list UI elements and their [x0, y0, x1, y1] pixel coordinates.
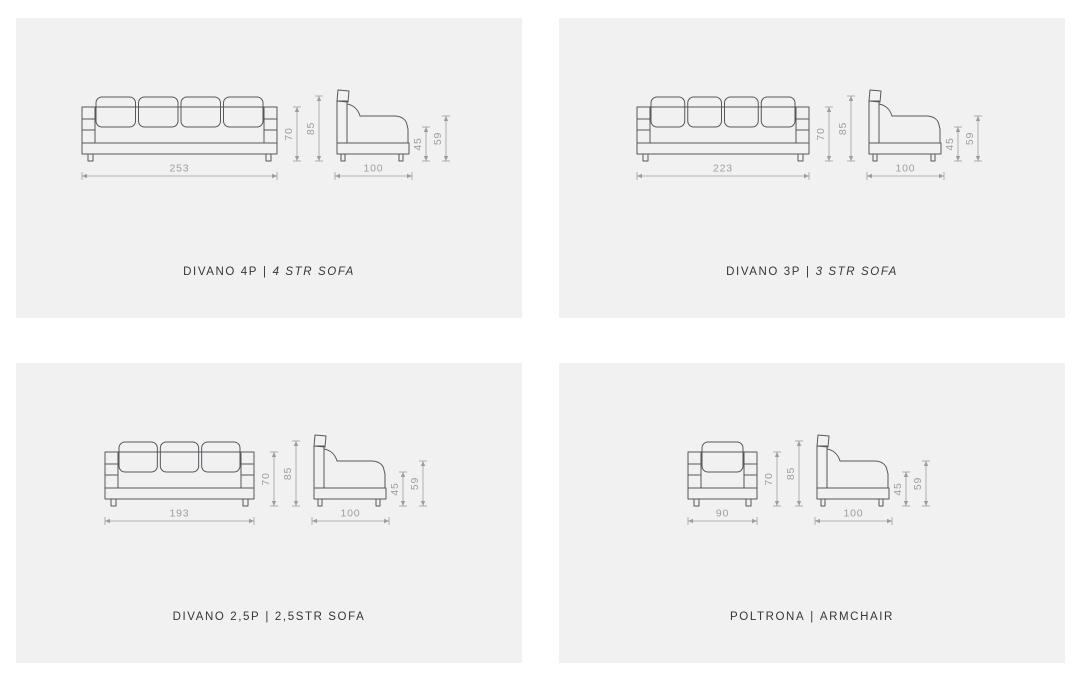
caption-main: DIVANO 3P: [726, 266, 802, 278]
svg-text:85: 85: [785, 467, 797, 480]
svg-text:70: 70: [763, 472, 775, 485]
panel-divano-3p: 223 70 85 100 45 59 DIVANO 3P | 3 STR SOFA: [559, 18, 1065, 318]
sofa-dimension-drawing: 253 70 85 100 45 59: [81, 89, 450, 180]
svg-text:59: 59: [432, 132, 444, 145]
panel-divano-2-5p: 193 70 85 100 45 59 DIVANO 2,5P | 2,5STR SOFA: [16, 363, 522, 663]
svg-text:253: 253: [170, 163, 190, 175]
panel-caption: POLTRONA | ARMCHAIR: [730, 611, 894, 623]
panel-caption: DIVANO 4P | 4 STR SOFA: [183, 266, 355, 278]
svg-text:70: 70: [283, 127, 295, 140]
dimension-figure: 90 70 85 100 45 59: [686, 431, 938, 534]
svg-text:70: 70: [815, 127, 827, 140]
svg-text:223: 223: [713, 163, 733, 175]
svg-text:85: 85: [305, 122, 317, 135]
panel-poltrona: 90 70 85 100 45 59 POLTRONA | ARMCHAIR: [559, 363, 1065, 663]
svg-text:45: 45: [389, 482, 401, 495]
svg-text:45: 45: [944, 137, 956, 150]
dimension-figure: 223 70 85 100 45 59: [635, 86, 990, 189]
svg-text:59: 59: [409, 477, 421, 490]
svg-text:85: 85: [282, 467, 294, 480]
svg-text:100: 100: [844, 508, 864, 520]
caption-main: DIVANO 2,5P: [172, 611, 261, 623]
caption-main: DIVANO 4P: [183, 266, 259, 278]
caption-sub: 4 STR SOFA: [272, 266, 355, 278]
panel-divano-4p: 253 70 85 100 45 59 DIVANO 4P | 4 STR SOFA: [16, 18, 522, 318]
sofa-dimension-drawing: 90 70 85 100 45 59: [687, 434, 930, 525]
svg-text:90: 90: [716, 508, 729, 520]
caption-main: POLTRONA: [730, 611, 806, 623]
caption-separator: |: [263, 266, 268, 278]
sofa-dimension-drawing: 193 70 85 100 45 59: [104, 434, 427, 525]
svg-text:59: 59: [912, 477, 924, 490]
dimension-figure: 253 70 85 100 45 59: [80, 86, 458, 189]
caption-separator: |: [810, 611, 815, 623]
caption-sub: 3 STR SOFA: [815, 266, 898, 278]
svg-text:193: 193: [170, 508, 190, 520]
caption-sub: 2,5STR SOFA: [274, 611, 366, 623]
svg-text:100: 100: [341, 508, 361, 520]
caption-separator: |: [265, 611, 270, 623]
dimension-figure: 193 70 85 100 45 59: [103, 431, 435, 534]
svg-text:85: 85: [837, 122, 849, 135]
caption-separator: |: [806, 266, 811, 278]
sofa-dimension-drawing: 223 70 85 100 45 59: [636, 89, 982, 180]
svg-text:45: 45: [412, 137, 424, 150]
panel-caption: DIVANO 3P | 3 STR SOFA: [726, 266, 898, 278]
svg-text:59: 59: [964, 132, 976, 145]
svg-text:100: 100: [364, 163, 384, 175]
svg-text:70: 70: [260, 472, 272, 485]
panel-caption: DIVANO 2,5P | 2,5STR SOFA: [173, 611, 366, 623]
svg-text:45: 45: [892, 482, 904, 495]
caption-sub: ARMCHAIR: [819, 611, 894, 623]
svg-text:100: 100: [895, 163, 915, 175]
